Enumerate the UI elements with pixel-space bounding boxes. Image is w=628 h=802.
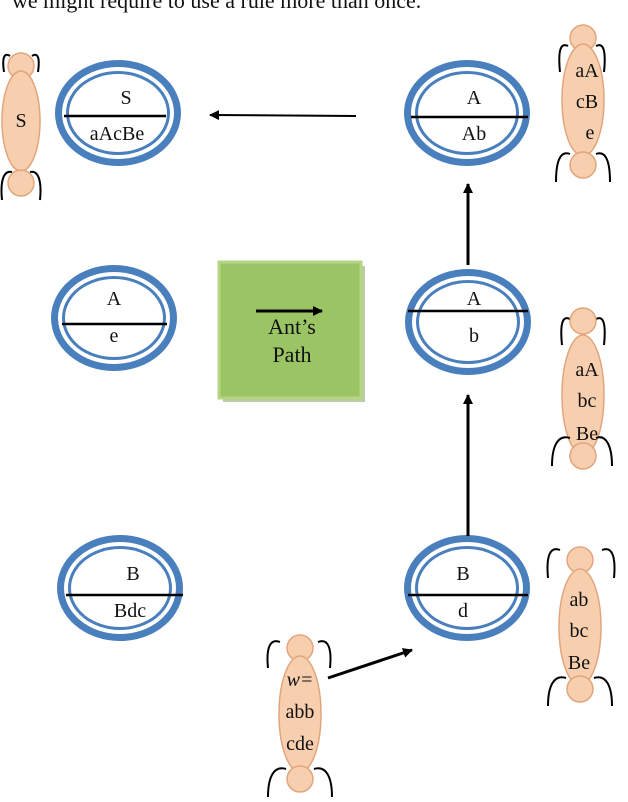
- rule-body: aAcBe: [90, 123, 145, 145]
- arrow-input-to-bd: [327, 648, 413, 680]
- ant-legs-bottom: [0, 170, 42, 201]
- intro-text: we might require to use a rule more than…: [12, 0, 421, 13]
- rule-node-s-aacbe: S aAcBe: [55, 60, 181, 166]
- ant-text: Be: [568, 652, 590, 674]
- ant-abbcbe: ab bc Be: [546, 546, 616, 707]
- rule-body: b: [469, 325, 479, 347]
- path-box-line2: Path: [272, 342, 311, 367]
- rule-body: d: [458, 600, 468, 622]
- ant-text: cB: [576, 91, 598, 113]
- ant-aacbe: aA cB e: [555, 24, 611, 183]
- path-box-line1: Ant’s: [268, 314, 316, 339]
- rule-node-a-ab: A Ab: [404, 60, 530, 166]
- ant-tail: [7, 169, 35, 197]
- rule-head: B: [126, 563, 139, 585]
- rule-node-a-b: A b: [405, 269, 531, 375]
- ant-start: S: [0, 52, 42, 201]
- ant-antennae-top: [2, 53, 40, 73]
- rule-node-b-bdc: B Bdc: [57, 535, 183, 641]
- ant-text: S: [15, 110, 26, 132]
- ant-input: w= abb cde: [266, 634, 333, 798]
- ant-text: w=: [287, 669, 314, 691]
- arrow-aab-to-s: [209, 110, 357, 121]
- rule-node-a-e: A e: [51, 265, 177, 371]
- ant-text: bc: [578, 390, 597, 412]
- rule-head: A: [467, 87, 482, 109]
- ant-text: aA: [575, 60, 599, 82]
- rule-head: B: [456, 563, 469, 585]
- ant-text: bc: [570, 620, 589, 642]
- ant-text: cde: [286, 733, 314, 755]
- ant-text: abb: [286, 701, 315, 723]
- ant-text: Be: [576, 423, 598, 445]
- rule-head: S: [120, 87, 131, 109]
- ant-text: e: [586, 122, 595, 144]
- ant-path-box: Ant’s Path: [217, 260, 365, 402]
- rule-head: A: [107, 288, 122, 310]
- rule-body: Ab: [462, 123, 486, 145]
- rule-body: e: [110, 325, 119, 347]
- ant-aabcbe: aA bc Be: [551, 307, 613, 470]
- ant-text: aA: [575, 359, 599, 381]
- ant-text: ab: [570, 589, 589, 611]
- rule-node-b-d: B d: [404, 535, 530, 641]
- rule-head: A: [467, 288, 482, 310]
- rule-body: Bdc: [114, 600, 146, 622]
